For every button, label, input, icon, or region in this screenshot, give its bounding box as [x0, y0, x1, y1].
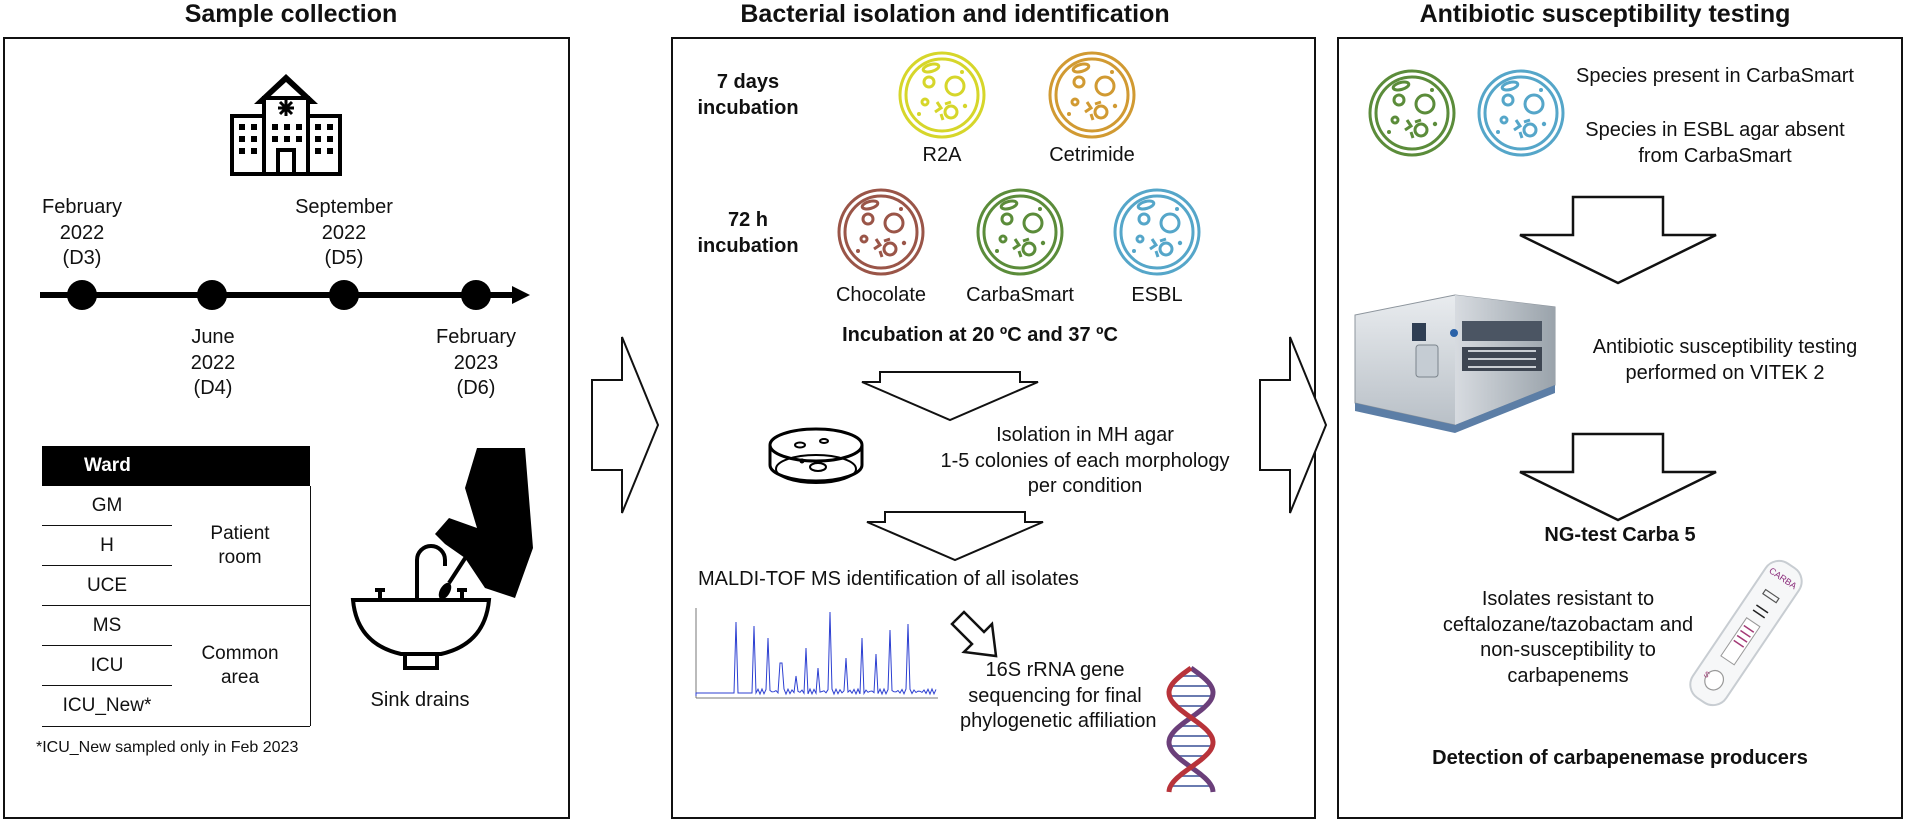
hospital-icon	[230, 74, 342, 176]
maldi-spectrum-plot	[695, 608, 938, 699]
media-cetrimide: Cetrimide	[1049, 144, 1135, 166]
arrow-right-icon	[591, 336, 660, 514]
panel-title-ast: Antibiotic susceptibility testing	[1419, 0, 1791, 28]
incubation-temperature: Incubation at 20 ºC and 37 ºC	[842, 324, 1118, 346]
panel-title-sample: Sample collection	[184, 0, 398, 28]
arrow-down-icon	[861, 371, 1039, 422]
timeline-label-d5: September 2022 (D5)	[295, 196, 393, 270]
timeline-point	[67, 280, 97, 310]
media-esbl: ESBL	[1131, 284, 1183, 306]
petri-dish-icon	[898, 51, 986, 139]
vitek-machine-icon	[1354, 294, 1556, 433]
seventy-two-hours-incubation: 72 h incubation	[697, 209, 799, 257]
arrow-down-icon	[1519, 195, 1717, 285]
sink-drains-label: Sink drains	[370, 689, 470, 711]
media-r2a: R2A	[922, 144, 962, 166]
petri-dish-icon	[1048, 51, 1136, 139]
footnote: *ICU_New sampled only in Feb 2023	[36, 739, 299, 756]
media-chocolate: Chocolate	[835, 284, 927, 306]
ng-test-carba5: NG-test Carba 5	[1544, 524, 1696, 546]
ward-table-header: Ward	[42, 446, 310, 486]
sink-swab-icon	[350, 448, 533, 670]
media-carbasmart: CarbaSmart	[966, 284, 1074, 306]
ng-test-cassette-icon: CARBA S	[1689, 559, 1803, 707]
timeline-point	[329, 280, 359, 310]
petri-dish-icon	[837, 188, 925, 276]
arrow-down-icon	[866, 511, 1044, 562]
isolates-resistant-text: Isolates resistant to ceftalozane/tazoba…	[1442, 588, 1694, 687]
ward-uce: UCE	[86, 575, 128, 596]
ward-gm: GM	[91, 495, 123, 516]
petri-dish-icon	[1477, 69, 1565, 157]
ward-h: H	[100, 535, 114, 556]
arrow-down-icon	[1519, 432, 1717, 522]
group-common-area: Common area	[201, 643, 279, 689]
timeline-label-d3: February 2022 (D3)	[41, 196, 123, 270]
sequencing-text: 16S rRNA gene sequencing for final phylo…	[960, 659, 1157, 733]
timeline-label-d4: June 2022 (D4)	[190, 326, 236, 400]
petri-dish-icon	[976, 188, 1064, 276]
ward-ms: MS	[92, 615, 122, 636]
ward-icu-new: ICU_New*	[62, 695, 152, 716]
species-esbl-text: Species in ESBL agar absent from CarbaSm…	[1585, 119, 1845, 167]
vitek-text: Antibiotic susceptibility testing perfor…	[1592, 336, 1858, 384]
seven-days-incubation: 7 days incubation	[697, 71, 799, 119]
timeline-point	[197, 280, 227, 310]
timeline-label-d6: February 2023 (D6)	[435, 326, 517, 400]
arrow-right-icon	[1259, 336, 1328, 514]
panel-title-isolation: Bacterial isolation and identification	[740, 0, 1170, 28]
ward-icu: ICU	[90, 655, 124, 676]
isolation-mh-agar-text: Isolation in MH agar 1-5 colonies of eac…	[940, 424, 1230, 498]
detection-text: Detection of carbapenemase producers	[1432, 747, 1808, 769]
group-patient-room: Patient room	[210, 523, 270, 569]
timeline-point	[461, 280, 491, 310]
dna-helix-icon	[1166, 665, 1216, 793]
species-carbasmart-text: Species present in CarbaSmart	[1576, 65, 1854, 87]
svg-text:S: S	[1702, 669, 1711, 679]
panel-antibiotic-testing	[1337, 37, 1903, 819]
arrow-diagonal-icon	[950, 610, 998, 658]
timeline-axis	[40, 280, 530, 310]
petri-dish-icon	[1113, 188, 1201, 276]
maldi-tof-text: MALDI-TOF MS identification of all isola…	[698, 568, 1079, 590]
mh-agar-plate-icon	[768, 427, 864, 484]
petri-dish-icon	[1368, 69, 1456, 157]
